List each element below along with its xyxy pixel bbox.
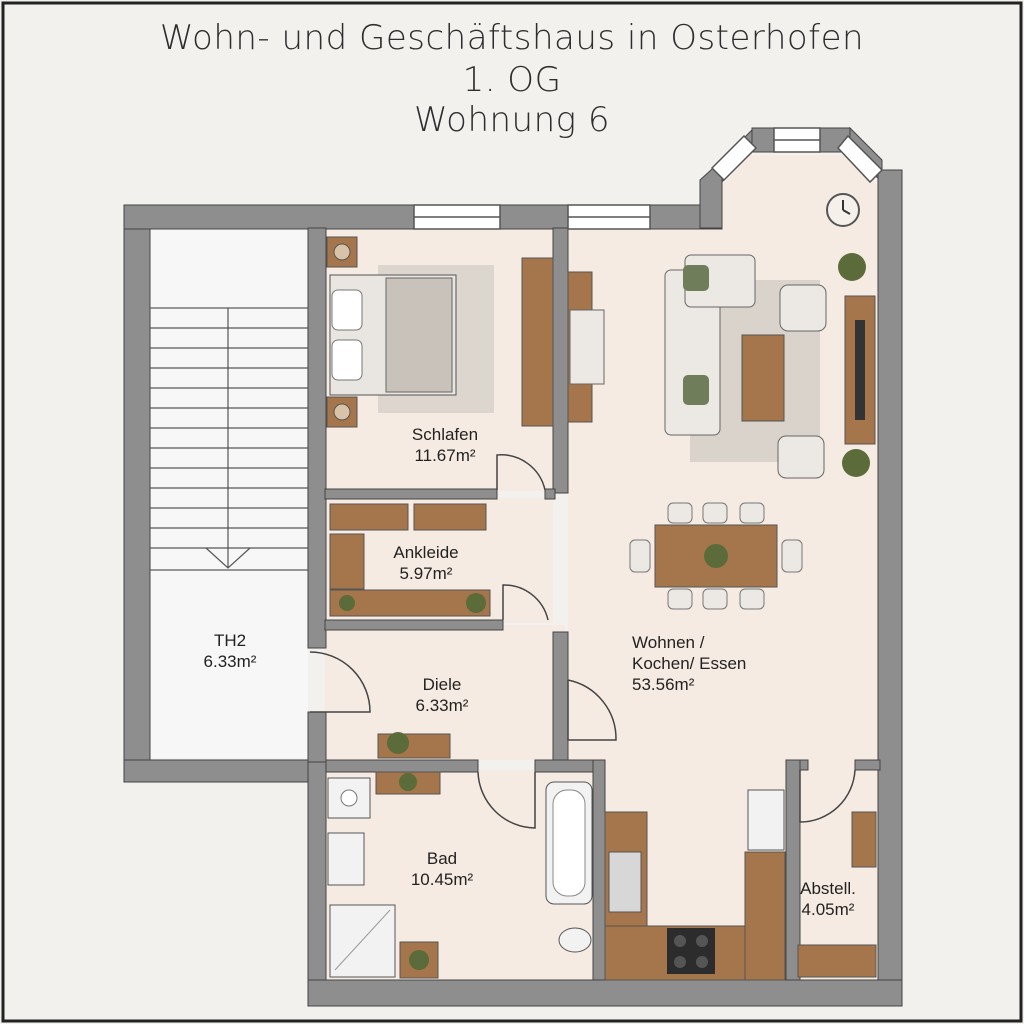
plant-icon — [704, 544, 728, 568]
wall-ankleide-bottom — [324, 619, 504, 631]
room-area: 6.33m² — [415, 696, 469, 715]
room-area: 53.56m² — [632, 675, 695, 694]
kitchen-counter-right — [744, 851, 786, 981]
living-furniture — [567, 193, 876, 610]
bathroom — [327, 771, 593, 979]
plant-icon — [387, 732, 409, 754]
side-desk — [569, 309, 605, 385]
wall-bad-right — [592, 759, 606, 981]
room-area: 10.45m² — [410, 870, 474, 889]
toilet-icon — [558, 927, 592, 953]
plant-icon — [339, 595, 355, 611]
door-th2 — [309, 651, 371, 713]
wall-bottom — [307, 979, 903, 1007]
room-schlafen: Schlafen 11.67m² — [385, 424, 505, 466]
room-name: Abstell. — [800, 879, 856, 898]
stove-icon — [667, 928, 715, 974]
coffee-table — [741, 334, 785, 422]
plan-title-line-1: Wohn- und Geschäftshaus in Osterhofen — [159, 18, 865, 58]
wall-diele-right — [552, 631, 569, 761]
wall-right — [877, 169, 903, 1007]
stair-steps — [150, 327, 308, 549]
stair-floor — [150, 228, 308, 758]
shelf-top-1 — [329, 503, 409, 531]
plant-icon — [399, 773, 417, 791]
stair-outline — [149, 307, 309, 571]
tv-icon — [855, 320, 865, 420]
room-name-line-2: Kochen/ Essen — [632, 654, 747, 673]
wall-bad-top-left — [325, 759, 479, 773]
door-schlafen — [496, 454, 546, 491]
storage — [797, 811, 877, 978]
storage-shelf-right — [851, 811, 877, 868]
room-name-line-1: Wohnen / — [632, 633, 705, 652]
wall-left-stair — [123, 204, 151, 782]
room-ankleide: Ankleide 5.97m² — [366, 542, 486, 584]
wall-abstell-left — [785, 759, 801, 981]
door-abstell — [799, 769, 856, 823]
fridge — [747, 789, 785, 851]
wall-schlafen-right — [552, 227, 569, 494]
wall-stub-3 — [854, 759, 881, 771]
room-name: TH2 — [213, 631, 247, 650]
room-name: Diele — [422, 675, 462, 694]
wall-bottom-stair — [123, 759, 325, 783]
room-name: Bad — [426, 849, 458, 868]
room-area: 5.97m² — [399, 564, 453, 583]
armchair-top — [779, 284, 827, 332]
shelf-top-2 — [413, 503, 487, 531]
windows — [413, 127, 884, 230]
sink-icon — [327, 832, 365, 886]
room-bad: Bad 10.45m² — [382, 848, 502, 890]
room-wohnen: Wohnen / Kochen/ Essen 53.56m² — [632, 632, 772, 695]
wall-stub-1 — [544, 488, 556, 500]
staircase — [149, 307, 309, 571]
plant-icon — [842, 449, 870, 477]
room-area: 11.67m² — [414, 446, 476, 465]
door-ankleide — [502, 584, 549, 621]
dining-chairs — [629, 502, 803, 610]
room-diele: Diele 6.33m² — [382, 674, 502, 716]
stair-arrow — [205, 547, 251, 569]
window-bay-left — [710, 134, 758, 182]
window-bay-right — [836, 134, 884, 184]
plant-icon — [466, 593, 486, 613]
door-bad — [477, 771, 536, 829]
plant-icon — [409, 950, 429, 970]
wall-stub-2 — [799, 759, 809, 771]
plan-title-line-3: Wohnung 6 — [414, 100, 610, 140]
armchair-bottom — [777, 435, 825, 479]
plan-title-line-2: 1. OG — [462, 60, 562, 100]
wall-top-mid — [499, 204, 569, 230]
room-th2: TH2 6.33m² — [170, 630, 290, 672]
wardrobe-schlafen — [521, 257, 554, 427]
doors — [309, 454, 856, 829]
wall-top-left — [123, 204, 415, 230]
room-area: 4.05m² — [801, 900, 855, 919]
bedroom-furniture — [326, 236, 554, 428]
sink-icon — [608, 851, 642, 913]
wall-stair-right-lower — [307, 711, 327, 763]
room-area: 6.33m² — [203, 652, 257, 671]
ankleide-furniture — [329, 503, 491, 617]
room-name: Schlafen — [411, 425, 479, 444]
diele-furniture — [377, 732, 451, 759]
kitchen — [604, 789, 786, 981]
wall-schlafen-bottom — [324, 488, 498, 500]
room-name: Ankleide — [393, 543, 459, 562]
plant-icon — [838, 253, 866, 281]
shelf-left — [329, 533, 365, 590]
wall-stair-right — [307, 227, 327, 649]
room-abstell: Abstell. 4.05m² — [790, 878, 866, 920]
wall-left-lower — [307, 759, 327, 1007]
shelf-bottom — [329, 589, 491, 617]
storage-shelf-bottom — [797, 944, 877, 978]
door-wohnen — [567, 679, 617, 741]
